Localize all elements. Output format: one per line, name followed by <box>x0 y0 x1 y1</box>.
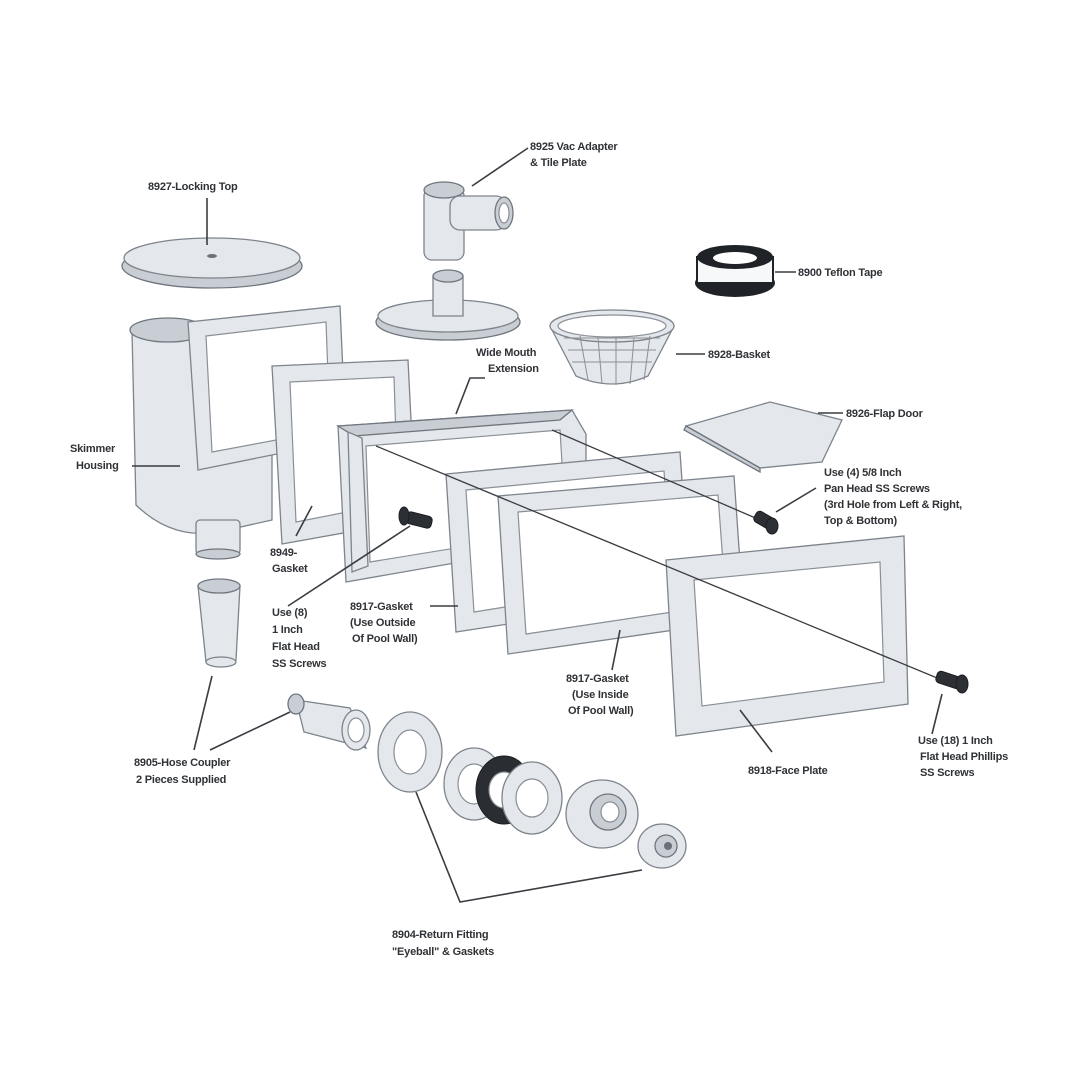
screws-flat-leader <box>287 525 411 607</box>
label-gasket-inside: 8917-Gasket (Use Inside Of Pool Wall) <box>566 673 634 717</box>
alignment-lines <box>375 429 943 681</box>
label-skimmer-housing: Skimmer Housing <box>70 443 119 472</box>
label-gasket-small-line2: Gasket <box>272 563 308 575</box>
label-gasket-inside-line1: 8917-Gasket <box>566 673 629 685</box>
label-hose-coupler-line2: 2 Pieces Supplied <box>136 774 226 786</box>
label-screws-top-line2: Pan Head SS Screws <box>824 483 930 495</box>
label-skimmer-housing-line1: Skimmer <box>70 443 116 455</box>
hose-coupler-leader-b <box>209 711 291 751</box>
label-screws-flat: Use (8) 1 Inch Flat Head SS Screws <box>272 607 327 670</box>
label-hose-coupler-line1: 8905-Hose Coupler <box>134 757 231 769</box>
label-vac-adapter-line2: & Tile Plate <box>530 157 587 169</box>
label-wide-mouth-line1: Wide Mouth <box>476 347 537 359</box>
label-screws-phillips-line1: Use (18) 1 Inch <box>918 735 993 747</box>
label-screws-flat-line3: Flat Head <box>272 641 320 653</box>
label-screws-top-line1: Use (4) 5/8 Inch <box>824 467 902 479</box>
label-return-fitting-line1: 8904-Return Fitting <box>392 929 488 941</box>
flap-door-part <box>683 401 843 474</box>
label-return-fitting-line2: "Eyeball" & Gaskets <box>392 946 494 958</box>
vac-adapter-leader <box>471 147 529 187</box>
hose-coupler-vertical <box>197 578 241 668</box>
label-flap-door: 8926-Flap Door <box>846 408 924 420</box>
label-skimmer-housing-line2: Housing <box>76 460 119 472</box>
label-screws-flat-line1: Use (8) <box>272 607 308 619</box>
label-gasket-small-line1: 8949- <box>270 547 298 559</box>
label-locking-top: 8927-Locking Top <box>148 181 238 193</box>
label-face-plate: 8918-Face Plate <box>748 765 828 777</box>
label-hose-coupler: 8905-Hose Coupler 2 Pieces Supplied <box>134 757 233 786</box>
screw-flat-head <box>398 506 433 529</box>
screws-phillips-leader <box>931 693 943 735</box>
label-vac-adapter: 8925 Vac Adapter & Tile Plate <box>530 141 620 169</box>
label-screws-phillips-line3: SS Screws <box>920 767 975 779</box>
return-fitting-leader <box>415 791 643 903</box>
teflon-tape-part <box>695 245 775 297</box>
label-gasket-outside-line3: Of Pool Wall) <box>352 633 418 645</box>
label-wide-mouth: Wide Mouth Extension <box>476 347 539 375</box>
wide-mouth-leader <box>455 377 485 415</box>
screw-phillips <box>935 670 969 694</box>
label-return-fitting: 8904-Return Fitting "Eyeball" & Gaskets <box>392 929 494 958</box>
label-teflon-tape: 8900 Teflon Tape <box>798 267 883 279</box>
gasket-small-leader <box>295 505 313 537</box>
label-gasket-inside-line3: Of Pool Wall) <box>568 705 634 717</box>
face-plate-part <box>665 535 909 737</box>
label-vac-adapter-line1: 8925 Vac Adapter <box>530 141 618 153</box>
label-gasket-outside-line2: (Use Outside <box>350 617 416 629</box>
locking-top-part <box>121 237 303 289</box>
label-screws-phillips-line2: Flat Head Phillips <box>920 751 1008 763</box>
label-screws-phillips: Use (18) 1 Inch Flat Head Phillips SS Sc… <box>918 735 1011 779</box>
label-gasket-outside-line1: 8917-Gasket <box>350 601 413 613</box>
label-screws-top-line3: (3rd Hole from Left & Right, <box>824 499 962 511</box>
label-wide-mouth-line2: Extension <box>488 363 539 375</box>
label-basket: 8928-Basket <box>708 349 771 361</box>
label-screws-top: Use (4) 5/8 Inch Pan Head SS Screws (3rd… <box>824 467 965 527</box>
gasket-inside-leader <box>611 629 621 671</box>
face-plate-leader <box>739 709 773 753</box>
screw-pan-head <box>753 510 779 535</box>
vac-adapter-part <box>375 181 521 341</box>
basket-part <box>548 309 676 385</box>
hose-coupler-leader-a <box>193 675 213 751</box>
label-gasket-small: 8949- Gasket <box>270 547 308 575</box>
return-fitting-parts <box>377 711 687 869</box>
screws-top-leader <box>775 487 817 513</box>
hose-coupler-horizontal <box>287 693 371 751</box>
label-screws-flat-line2: 1 Inch <box>272 624 303 636</box>
label-gasket-outside: 8917-Gasket (Use Outside Of Pool Wall) <box>350 601 418 645</box>
label-screws-flat-line4: SS Screws <box>272 658 327 670</box>
label-gasket-inside-line2: (Use Inside <box>572 689 629 701</box>
label-screws-top-line4: Top & Bottom) <box>824 515 897 527</box>
